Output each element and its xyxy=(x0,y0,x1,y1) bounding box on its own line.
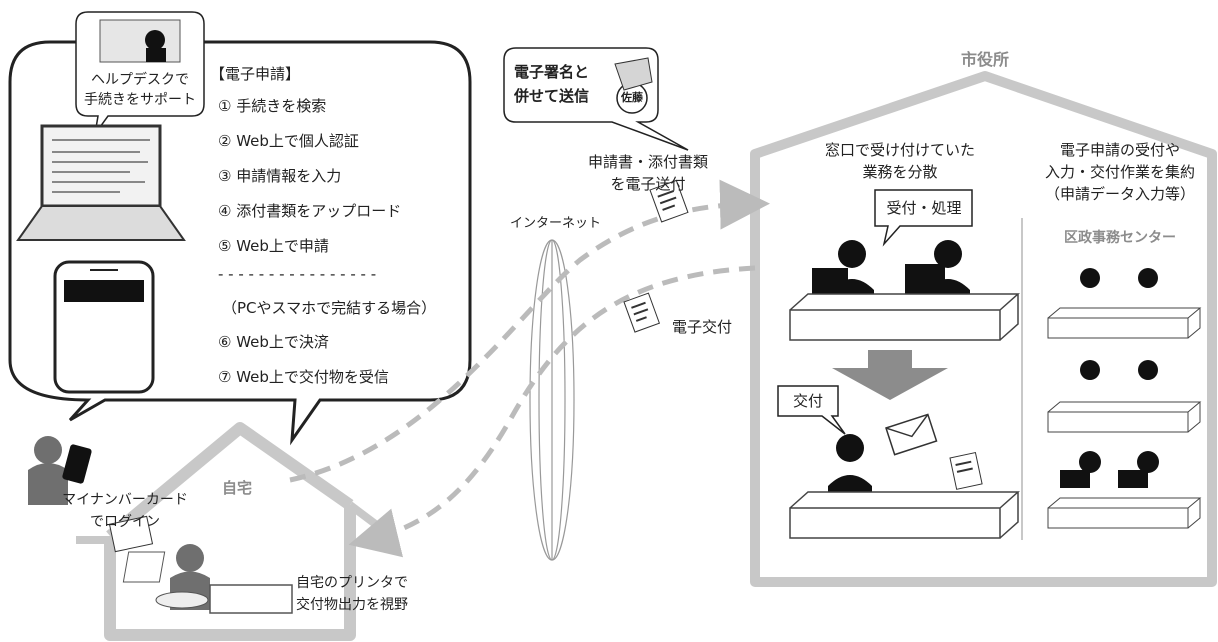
send-arrow xyxy=(289,179,770,483)
laptop-base xyxy=(16,205,186,241)
city-left-line1: 窓口で受け付けていた xyxy=(824,141,975,159)
house-outline xyxy=(104,422,356,641)
city-title: 市役所 xyxy=(960,50,1009,69)
desk-bottom xyxy=(789,491,1020,539)
delivery-label: 電子交付 xyxy=(672,318,733,336)
printer-line2: 交付物出力を視野 xyxy=(296,597,408,613)
ward-office-label: 区政事務センター xyxy=(1064,230,1176,246)
envelope-icon xyxy=(885,413,938,456)
process-bubble xyxy=(874,189,973,247)
city-right-line3: （申請データ入力等） xyxy=(1044,185,1195,203)
signature-line2: 併せて送信 xyxy=(514,87,590,105)
bubble-title: 【電子申請】 xyxy=(210,65,301,83)
city-right-line2: 入力・交付作業を集約 xyxy=(1044,163,1195,181)
city-hall-outline xyxy=(750,71,1217,587)
step-5: ⑤ Web上で申請 xyxy=(218,237,329,255)
step-3: ③ 申請情報を入力 xyxy=(218,167,342,185)
process-label: 受付・処理 xyxy=(886,199,962,217)
home-title: 自宅 xyxy=(222,479,253,497)
step-6: ⑥ Web上で決済 xyxy=(218,333,329,351)
desk-top xyxy=(789,293,1020,341)
send-line2: を電子送付 xyxy=(610,175,686,193)
internet-globe xyxy=(529,239,575,561)
seal-text: 佐藤 xyxy=(621,91,643,104)
card-line2: でログイン xyxy=(90,514,160,530)
card-line1: マイナンバーカード xyxy=(62,492,188,508)
printer-line1: 自宅のプリンタで xyxy=(296,575,408,591)
city-left-line2: 業務を分散 xyxy=(862,163,938,181)
issue-label: 交付 xyxy=(792,392,823,410)
city-right-line1: 電子申請の受付や xyxy=(1059,141,1180,159)
step-7: ⑦ Web上で交付物を受信 xyxy=(218,368,389,386)
person-head xyxy=(34,436,62,464)
step-1: ① 手続きを検索 xyxy=(218,97,327,115)
signature-line1: 電子署名と xyxy=(514,63,590,81)
document-icon-delivery xyxy=(623,292,661,333)
internet-label: インターネット xyxy=(510,216,602,231)
laptop-screen xyxy=(40,124,162,208)
down-arrow xyxy=(832,350,948,400)
delivery-arrow xyxy=(348,265,756,558)
issue-bubble xyxy=(777,385,846,435)
ward-office-desks xyxy=(1047,268,1202,529)
send-line1: 申請書・添付書類 xyxy=(587,153,708,171)
helpdesk-line2: 手続きをサポート xyxy=(84,92,196,108)
step-2: ② Web上で個人認証 xyxy=(218,132,359,150)
document-icon-send xyxy=(649,179,689,223)
step-4: ④ 添付書類をアップロード xyxy=(218,202,402,220)
dash-separator: - - - - - - - - - - - - - - - - xyxy=(218,265,377,283)
helpdesk-line1: ヘルプデスクで xyxy=(91,72,189,88)
bubble-note: （PCやスマホで完結する場合） xyxy=(222,299,437,317)
